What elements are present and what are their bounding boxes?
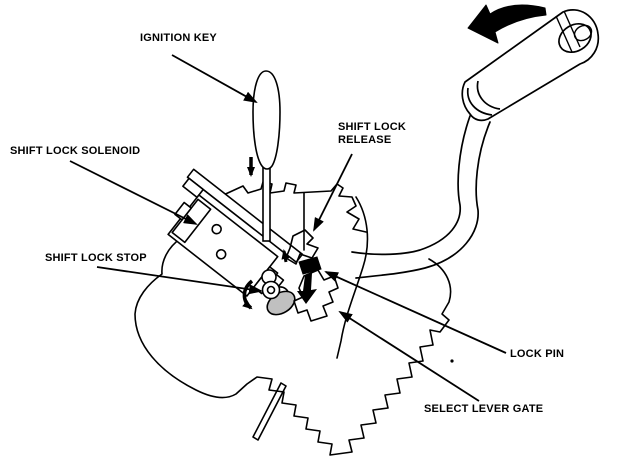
lock-pin-leader-line	[324, 271, 507, 354]
shift-lock-stop-leader-line	[96, 266, 263, 295]
shift-lock-stop-drawing	[261, 269, 296, 316]
select-lever-gate-leader-line	[338, 310, 480, 402]
lock-pin-direction-arrow-icon	[297, 273, 317, 304]
lock-pin-drawing	[298, 256, 322, 275]
ignition-key-leader-line	[171, 54, 258, 103]
shift-lock-solenoid-label: SHIFT LOCK SOLENOID	[10, 145, 141, 157]
lock-pin-label: LOCK PIN	[510, 348, 565, 360]
shift-lock-release-label: SHIFT LOCK RELEASE	[338, 121, 406, 146]
shift-lock-release-leader-line	[313, 153, 353, 232]
select-lever-gate-label: SELECT LEVER GATE	[424, 403, 544, 415]
select-lever-shaft	[351, 115, 491, 279]
ignition-key-label: IGNITION KEY	[140, 32, 217, 44]
shift-lock-solenoid-leader-line	[69, 160, 198, 225]
steering-column-housing	[134, 181, 452, 456]
shift-lever-knob-drawing	[461, 9, 600, 122]
stray-dot	[450, 359, 454, 363]
release-direction-arrow-icon	[281, 249, 290, 263]
ignition-key-drawing	[252, 70, 281, 242]
shift-lock-stop-label: SHIFT LOCK STOP	[45, 252, 147, 264]
stop-rotation-arrow-icon	[242, 279, 254, 310]
lever-push-arrow-icon	[467, 4, 547, 44]
